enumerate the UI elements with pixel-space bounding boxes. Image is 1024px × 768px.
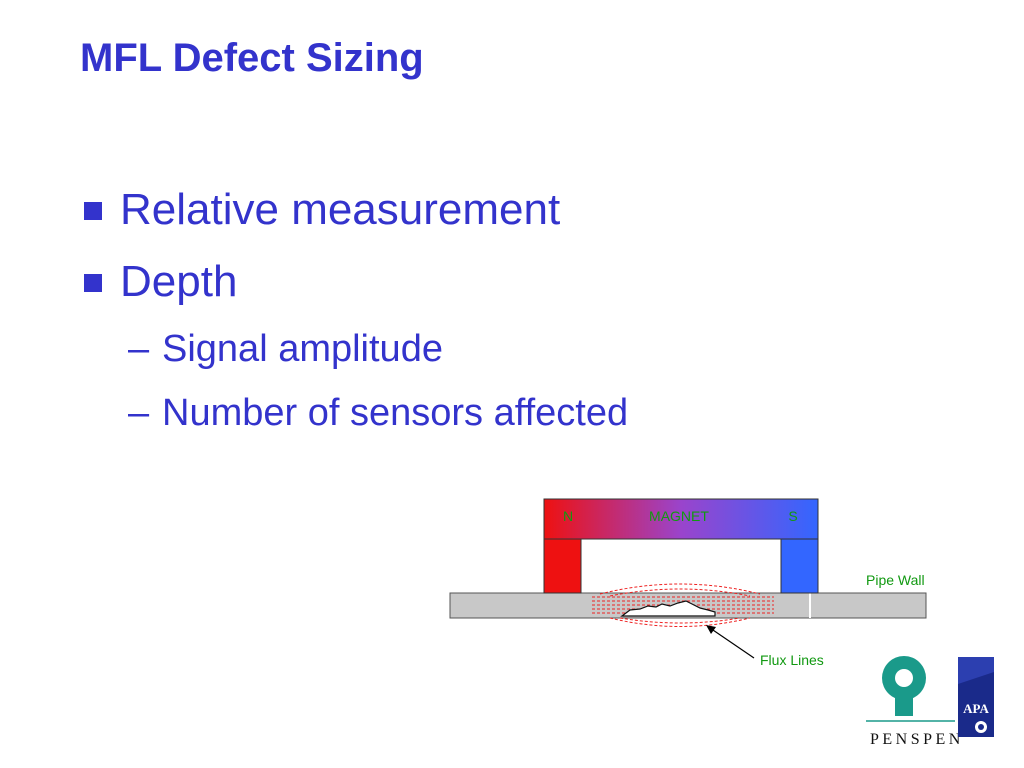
sub-bullet-item: – Number of sensors affected — [80, 388, 628, 452]
bullet-item: Relative measurement — [80, 180, 628, 252]
apa-badge-icon — [958, 657, 994, 737]
sub-bullet-text: Number of sensors affected — [162, 392, 629, 434]
bullet-item: Depth — [80, 252, 628, 324]
magnet-pole-south — [780, 538, 819, 594]
penspen-mark-icon — [866, 656, 955, 722]
dash-bullet-icon: – — [128, 392, 150, 434]
penspen-logo: PENSPEN APA — [866, 656, 994, 748]
arrowhead-icon — [706, 625, 716, 634]
defect-profile — [620, 600, 716, 617]
flux-lines-label: Flux Lines — [760, 652, 824, 668]
pipe-wall-label: Pipe Wall — [866, 572, 925, 588]
sub-bullet-item: – Signal amplitude — [80, 324, 628, 388]
mfl-diagram: N MAGNET S Pipe Wall Flux Lines — [449, 498, 927, 668]
bullet-list: Relative measurement Depth – Signal ampl… — [80, 180, 628, 452]
dash-bullet-icon: – — [128, 328, 150, 370]
square-bullet-icon — [84, 274, 102, 292]
flux-lines-pointer — [709, 627, 755, 659]
magnet-label: MAGNET — [649, 508, 709, 524]
magnet-s-label: S — [788, 508, 797, 524]
apa-badge-text: APA — [963, 701, 989, 716]
sub-bullet-text: Signal amplitude — [162, 328, 443, 370]
magnet-n-label: N — [563, 508, 573, 524]
square-bullet-icon — [84, 202, 102, 220]
magnet-pole-north — [543, 538, 582, 594]
magnet-body — [543, 498, 819, 540]
slide-title: MFL Defect Sizing — [80, 36, 424, 80]
bullet-text: Relative measurement — [120, 185, 561, 234]
penspen-wordmark: PENSPEN — [870, 731, 964, 748]
bullet-text: Depth — [120, 257, 238, 306]
